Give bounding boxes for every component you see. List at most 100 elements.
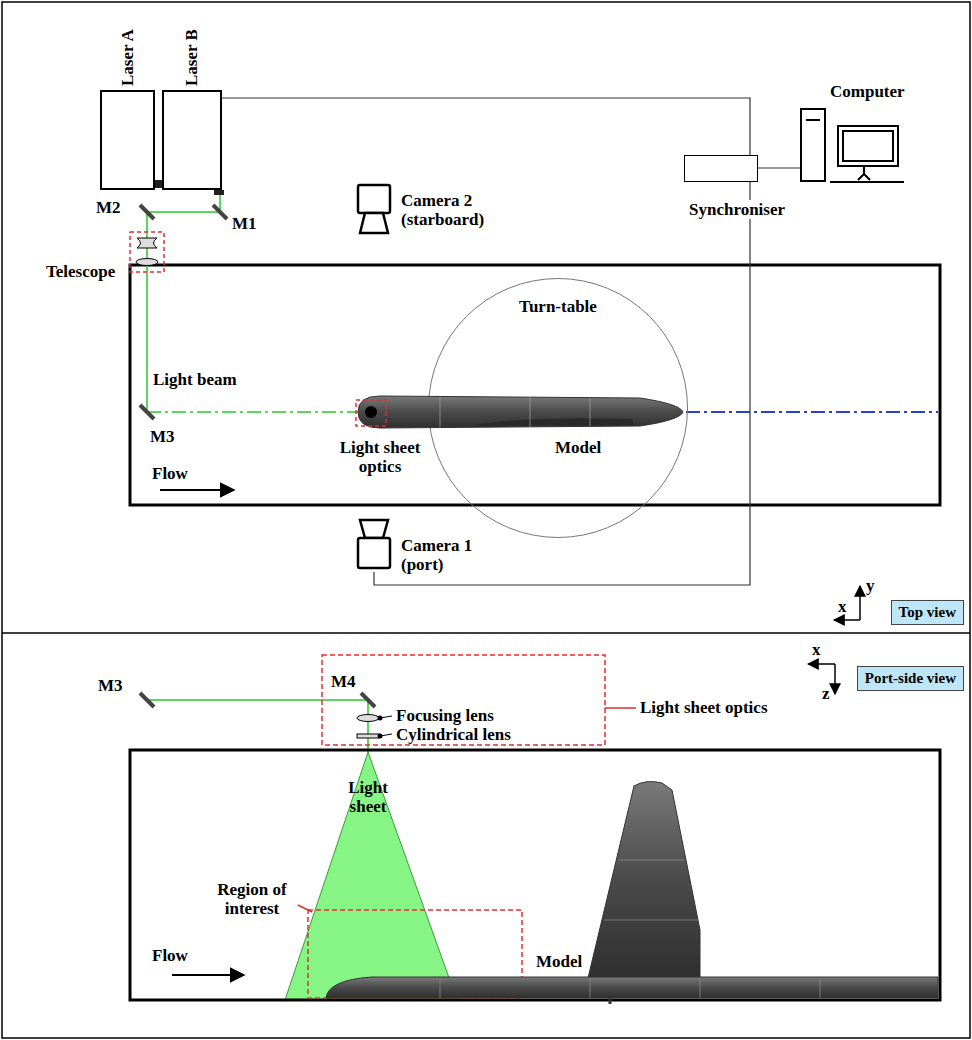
camera-icon bbox=[355, 183, 393, 237]
node-label: Camera 2 (starboard) bbox=[401, 191, 511, 229]
part-label: M3 bbox=[98, 676, 123, 695]
flow-arrow bbox=[172, 975, 244, 976]
part-label: M4 bbox=[331, 672, 356, 691]
lens-symbol bbox=[357, 715, 379, 722]
axis-arrows bbox=[808, 663, 835, 665]
mirror-symbol bbox=[140, 693, 154, 707]
part-label: Flow bbox=[152, 946, 188, 965]
signal-wire bbox=[222, 98, 750, 155]
view-title: Port-side view bbox=[865, 670, 956, 687]
model-side-view bbox=[440, 978, 441, 998]
mirror-symbol bbox=[140, 693, 375, 707]
camera-icon bbox=[358, 185, 390, 213]
part-label: Model bbox=[536, 952, 582, 971]
wind-tunnel-top bbox=[130, 265, 940, 505]
wind-tunnel-side bbox=[130, 750, 940, 1000]
part-label: x bbox=[838, 597, 847, 616]
telescope-symbol bbox=[137, 238, 157, 248]
axis-arrows bbox=[834, 619, 860, 621]
light-sheet-optics-box bbox=[322, 655, 636, 745]
node-label: Computer bbox=[830, 82, 905, 101]
telescope-symbol bbox=[130, 232, 164, 272]
part-label: x bbox=[812, 640, 821, 659]
part-label: y bbox=[866, 576, 875, 595]
mirror-symbol bbox=[140, 205, 154, 219]
computer: Computer bbox=[800, 108, 905, 186]
computer-icon bbox=[800, 108, 905, 186]
centerline bbox=[386, 411, 938, 413]
centerline bbox=[386, 411, 938, 413]
camera-icon bbox=[360, 520, 388, 538]
axis-arrows bbox=[834, 664, 836, 694]
telescope-symbol bbox=[130, 232, 164, 272]
node-label: Turn-table bbox=[429, 297, 687, 316]
telescope-symbol bbox=[136, 259, 158, 266]
computer-icon bbox=[801, 109, 825, 181]
signal-wire bbox=[374, 182, 750, 585]
part-label: M2 bbox=[96, 198, 121, 217]
model-side-view bbox=[820, 978, 821, 998]
camera-icon bbox=[360, 213, 388, 233]
camera-icon bbox=[358, 538, 390, 568]
light-sheet-optics-box bbox=[365, 406, 377, 418]
node-label: Synchroniser bbox=[687, 200, 787, 219]
node-label: Laser A bbox=[118, 29, 137, 86]
laser-beam-path bbox=[147, 699, 368, 701]
mirror-symbol bbox=[361, 693, 375, 707]
lens-symbol bbox=[380, 716, 392, 718]
lens-symbol bbox=[380, 734, 392, 736]
part-label: Light beam bbox=[153, 370, 237, 389]
region-of-interest bbox=[298, 905, 522, 998]
axis-arrows bbox=[859, 586, 861, 620]
laser-beam-path bbox=[146, 212, 148, 412]
part-label: Light sheet bbox=[336, 778, 400, 816]
flow-arrow bbox=[172, 974, 244, 976]
model-top-view bbox=[440, 397, 441, 427]
mirror-symbol bbox=[213, 205, 227, 219]
model-top-view bbox=[470, 418, 634, 426]
model-side-view bbox=[326, 977, 938, 998]
region-of-interest bbox=[298, 905, 312, 912]
laser-coupling bbox=[214, 190, 224, 195]
axis-arrows bbox=[808, 586, 860, 694]
part-label: Region of interest bbox=[206, 880, 298, 918]
model-side-view bbox=[700, 978, 701, 998]
laser-beam-path bbox=[147, 195, 358, 412]
node-label: Laser B bbox=[182, 29, 201, 86]
part-label: Light sheet optics bbox=[330, 438, 430, 476]
computer-icon bbox=[843, 131, 893, 161]
camera: Camera 1 (port) bbox=[355, 518, 393, 572]
light-sheet-optics-box bbox=[356, 400, 386, 426]
model-side-view bbox=[590, 978, 591, 998]
model-side-view bbox=[326, 782, 938, 1004]
laser-beam-path bbox=[219, 195, 221, 212]
lens-symbol bbox=[357, 715, 392, 739]
flow-arrow bbox=[160, 489, 234, 491]
light-sheet-optics-box bbox=[322, 655, 605, 745]
light-sheet-optics-box bbox=[356, 400, 386, 426]
laser-box: Laser A bbox=[100, 90, 155, 190]
laser-beam-path bbox=[367, 700, 369, 752]
part-label: Cylindrical lens bbox=[396, 725, 511, 744]
node-label: Camera 1 (port) bbox=[401, 536, 491, 574]
part-label: Focusing lens bbox=[396, 706, 494, 725]
synchroniser-box: Synchroniser bbox=[684, 155, 758, 182]
part-label: M3 bbox=[150, 427, 175, 446]
model-top-view bbox=[530, 397, 531, 427]
computer-icon bbox=[838, 126, 898, 166]
laser-coupling bbox=[155, 180, 162, 188]
laser-coupling bbox=[155, 180, 224, 195]
wind-tunnel-top bbox=[130, 265, 940, 505]
model-side-view bbox=[618, 860, 684, 861]
part-label: Model bbox=[555, 438, 601, 457]
laser-beam-path bbox=[147, 211, 220, 213]
model-top-view bbox=[358, 396, 683, 428]
model-top-view bbox=[440, 397, 590, 427]
view-title: Top view bbox=[899, 604, 956, 621]
region-of-interest bbox=[308, 910, 522, 998]
wind-tunnel-side bbox=[130, 750, 940, 1000]
